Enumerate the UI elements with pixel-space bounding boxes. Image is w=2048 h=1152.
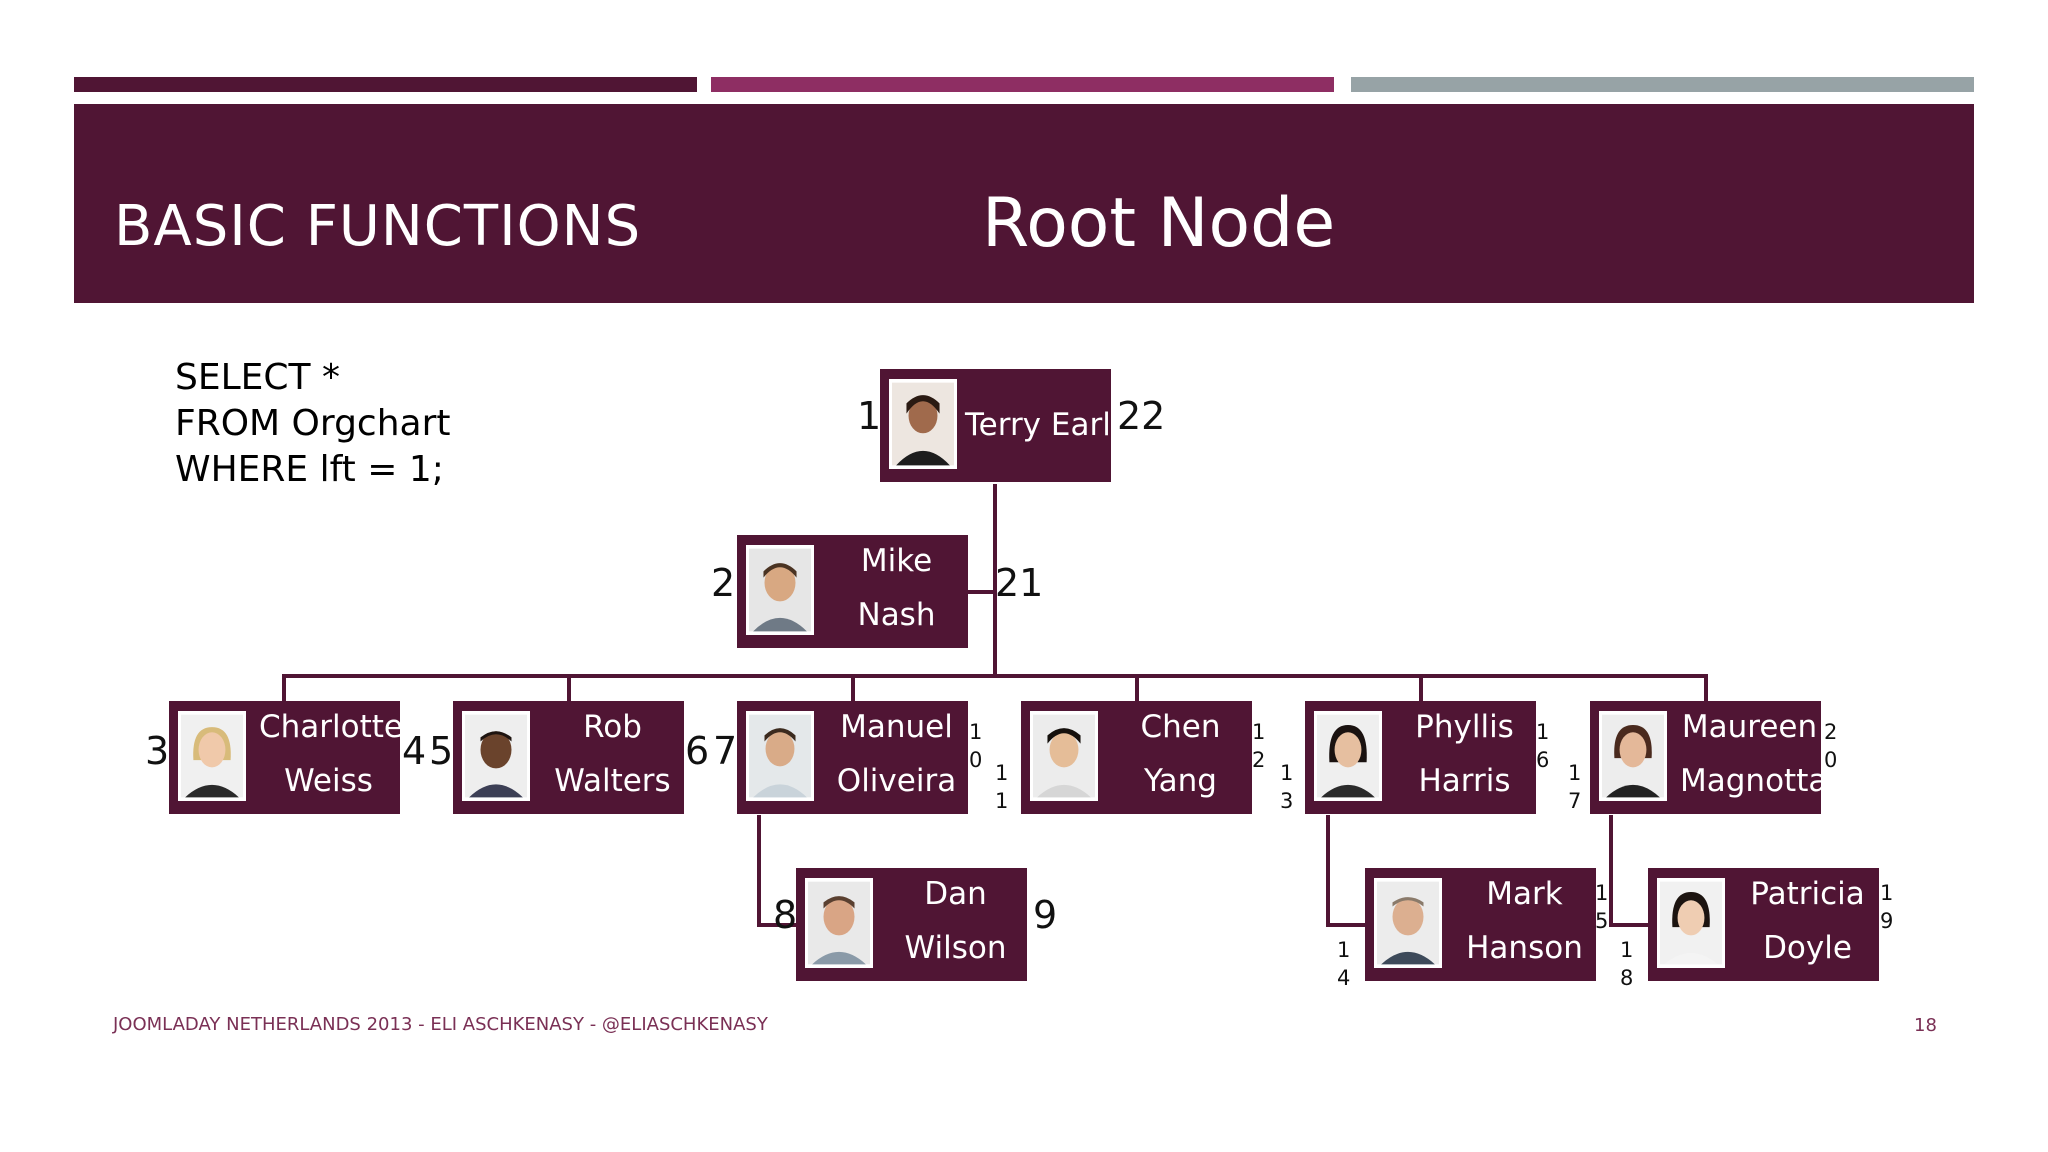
rgt-dan: 9 <box>1033 893 1058 937</box>
avatar <box>178 711 246 801</box>
rgt-charlotte: 4 <box>402 729 427 773</box>
node-first-name: Patricia <box>1750 876 1865 912</box>
slide-title: Root Node <box>982 184 1336 263</box>
org-node-terry-earls: Terry Earls <box>880 369 1127 482</box>
node-first-name: Mike <box>860 543 933 579</box>
rgt-chen-value: 12 <box>1252 720 1266 772</box>
node-first-name: Maureen <box>1681 709 1818 745</box>
rgt-manuel: 10 <box>967 718 983 774</box>
lft-charlotte: 3 <box>145 729 170 773</box>
node-first-name: Charlotte <box>259 709 403 745</box>
avatar <box>462 711 530 801</box>
lft-terry: 1 <box>857 394 882 438</box>
accent-bar-mid <box>711 77 1334 92</box>
lft-rob: 5 <box>429 729 454 773</box>
rgt-maureen-value: 20 <box>1824 720 1838 772</box>
avatar <box>1657 878 1725 968</box>
rgt-mike: 21 <box>995 561 1044 605</box>
avatar <box>746 711 814 801</box>
org-node-mark-hanson: Mark Hanson <box>1365 868 1596 981</box>
lft-dan: 8 <box>773 893 798 937</box>
node-name: Terry Earls <box>965 407 1127 443</box>
org-node-charlotte-weiss: Charlotte Weiss <box>169 701 403 814</box>
node-first-name: Dan <box>924 876 987 912</box>
node-last-name: Magnotta <box>1680 763 1828 799</box>
node-first-name: Mark <box>1486 876 1563 912</box>
org-node-phyllis-harris: Phyllis Harris <box>1305 701 1536 814</box>
section-title: BASIC FUNCTIONS <box>114 194 642 259</box>
footer-text: JOOMLADAY NETHERLANDS 2013 - ELI ASCHKEN… <box>113 1014 768 1035</box>
lft-mark: 14 <box>1335 936 1351 992</box>
title-band: BASIC FUNCTIONS Root Node <box>74 104 1974 303</box>
rgt-chen: 12 <box>1250 718 1266 774</box>
node-last-name: Wilson <box>904 930 1007 966</box>
accent-bar-gray <box>1351 77 1974 92</box>
node-last-name: Hanson <box>1466 930 1583 966</box>
lft-patricia-value: 18 <box>1620 938 1634 990</box>
lft-chen-value: 11 <box>995 761 1009 813</box>
node-last-name: Oliveira <box>836 763 957 799</box>
node-last-name: Weiss <box>284 763 373 799</box>
org-node-maureen-magnotta: Maureen Magnotta <box>1590 701 1828 814</box>
avatar <box>1374 878 1442 968</box>
node-first-name: Manuel <box>840 709 953 745</box>
rgt-phyllis-value: 16 <box>1536 720 1550 772</box>
sql-line-where: WHERE lft = 1; <box>175 449 444 490</box>
avatar <box>1599 711 1667 801</box>
sql-query: SELECT * FROM Orgchart WHERE lft = 1; <box>175 355 451 493</box>
node-first-name: Rob <box>583 709 642 745</box>
node-last-name: Harris <box>1418 763 1511 799</box>
node-first-name: Chen <box>1140 709 1221 745</box>
lft-chen: 11 <box>993 759 1009 815</box>
sql-line-from: FROM Orgchart <box>175 403 451 444</box>
org-node-rob-walters: Rob Walters <box>453 701 684 814</box>
rgt-manuel-value: 10 <box>969 720 983 772</box>
sql-line-select: SELECT * <box>175 357 340 398</box>
lft-manuel: 7 <box>713 729 738 773</box>
page-number: 18 <box>1914 1015 1937 1036</box>
rgt-mark-value: 15 <box>1595 881 1609 933</box>
node-last-name: Doyle <box>1763 930 1852 966</box>
org-node-chen-yang: Chen Yang <box>1021 701 1252 814</box>
org-node-patricia-doyle: Patricia Doyle <box>1648 868 1879 981</box>
lft-mark-value: 14 <box>1337 938 1351 990</box>
node-last-name: Walters <box>554 763 671 799</box>
lft-patricia: 18 <box>1618 936 1634 992</box>
rgt-patricia-value: 19 <box>1880 881 1894 933</box>
avatar <box>746 545 814 635</box>
rgt-mark: 15 <box>1593 879 1609 935</box>
avatar <box>1314 711 1382 801</box>
lft-mike: 2 <box>711 561 736 605</box>
lft-maureen: 17 <box>1566 759 1582 815</box>
rgt-phyllis: 16 <box>1534 718 1550 774</box>
org-node-mike-nash: Mike Nash <box>737 535 968 648</box>
rgt-rob: 6 <box>685 729 710 773</box>
org-node-dan-wilson: Dan Wilson <box>796 868 1027 981</box>
lft-maureen-value: 17 <box>1568 761 1582 813</box>
lft-phyllis: 13 <box>1278 759 1294 815</box>
org-node-manuel-oliveira: Manuel Oliveira <box>737 701 968 814</box>
lft-phyllis-value: 13 <box>1280 761 1294 813</box>
rgt-patricia: 19 <box>1878 879 1894 935</box>
rgt-maureen: 20 <box>1822 718 1838 774</box>
rgt-terry: 22 <box>1117 394 1166 438</box>
avatar <box>805 878 873 968</box>
avatar <box>889 379 957 469</box>
avatar <box>1030 711 1098 801</box>
node-last-name: Yang <box>1144 763 1217 799</box>
node-last-name: Nash <box>857 597 936 633</box>
accent-bar-dark <box>74 77 697 92</box>
node-first-name: Phyllis <box>1415 709 1514 745</box>
